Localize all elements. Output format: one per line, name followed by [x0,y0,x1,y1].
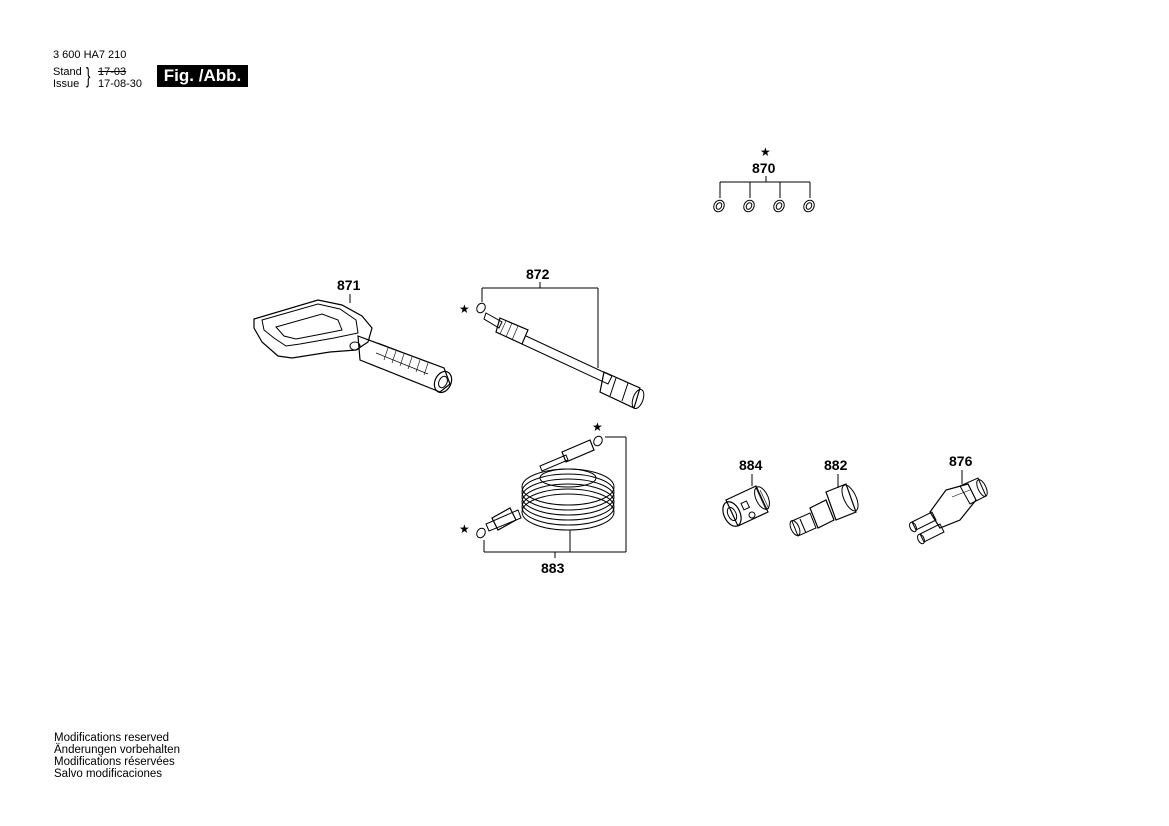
footer-notes: Modifications reserved Änderungen vorbeh… [54,732,180,780]
date-brace: } [86,63,91,88]
footer-line-en: Modifications reserved [54,732,170,744]
o-ring-icon [803,199,815,213]
part-883-group: ★ ★ 883 [459,420,627,576]
o-ring-icon [713,199,725,213]
stand-date: 17-03 [98,66,127,78]
o-ring-icon [593,435,603,447]
stand-label: Stand [53,66,82,78]
hose-icon [485,439,615,532]
issue-label: Issue [53,78,80,90]
issue-date: 17-08-30 [98,78,143,90]
o-ring-icon [743,199,755,213]
part-871-group: 871 [253,277,453,394]
nozzle-icon [909,477,988,545]
o-ring-icon [476,527,486,539]
o-ring-icon [773,199,785,213]
part-882-number: 882 [824,457,848,473]
part-872-number: 872 [526,266,550,282]
part-870-group: ★ 870 [713,145,815,213]
adapter-882-icon [789,483,859,537]
part-883-star-top: ★ [592,420,603,434]
part-872-star: ★ [459,302,470,316]
footer-line-es: Salvo modificaciones [54,768,163,780]
lance-icon [483,312,645,410]
adapter-884-icon [722,485,770,527]
footer-line-de: Änderungen vorbehalten [54,744,180,756]
part-884-number: 884 [739,457,763,473]
document-number: 3 600 HA7 210 [53,49,127,61]
part-882-group: 882 [789,457,859,537]
part-870-number: 870 [752,160,776,176]
part-876-group: 876 [909,453,988,545]
part-876-number: 876 [949,453,973,469]
o-ring-icon [476,302,486,314]
part-872-group: 872 ★ [459,266,645,410]
part-883-star-bottom: ★ [459,522,470,536]
part-884-group: 884 [722,457,770,527]
trigger-gun-icon [253,299,453,394]
part-870-star: ★ [760,145,771,159]
part-883-number: 883 [541,560,565,576]
footer-line-fr: Modifications réservées [54,756,175,768]
part-871-number: 871 [337,277,361,293]
figure-badge: Fig. /Abb. 3 [157,65,248,107]
